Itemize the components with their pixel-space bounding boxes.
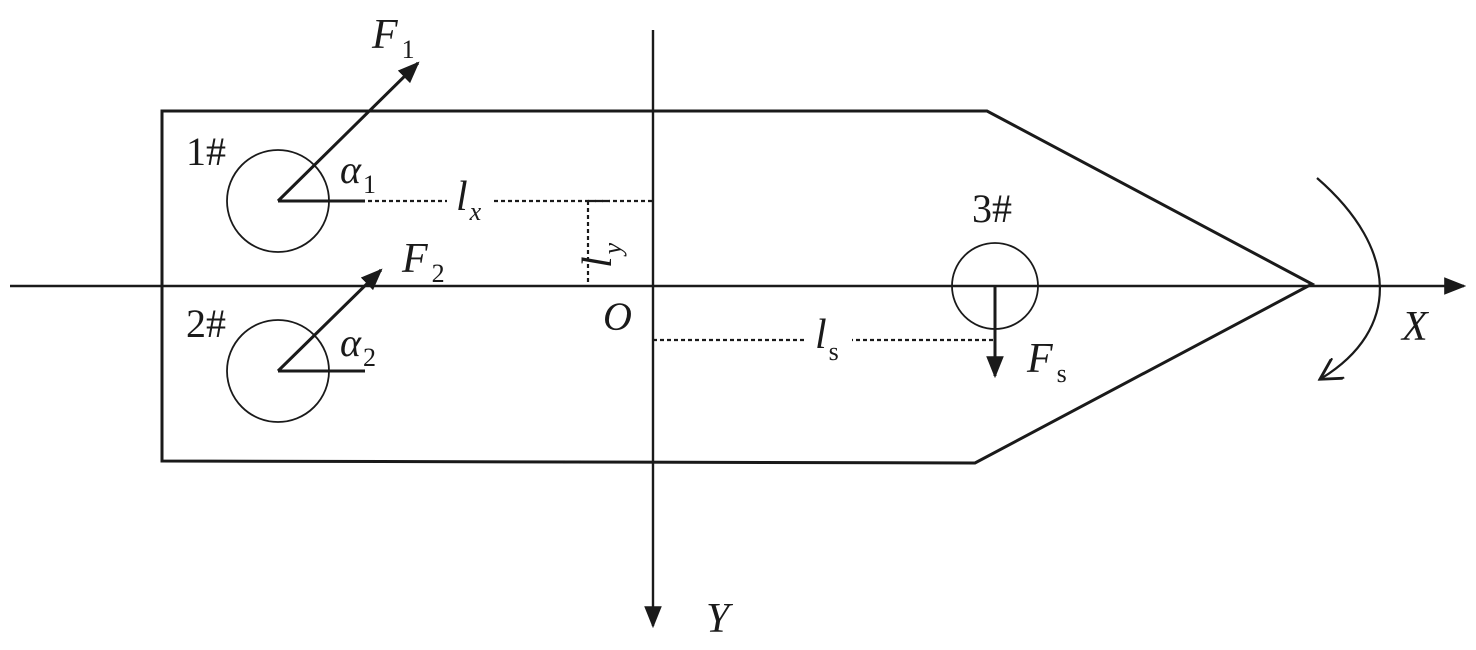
hull-outline (160, 109, 1316, 465)
ly-label-group: ly (575, 242, 627, 268)
lx-label-background (447, 178, 493, 224)
lx-symbol: l (456, 174, 468, 220)
alpha-1-symbol: α (340, 147, 362, 192)
origin-label: O (603, 294, 632, 339)
force-2-arrow (276, 268, 383, 373)
force-2-subscript: 2 (432, 259, 445, 288)
ly-label: ly (575, 242, 627, 268)
alpha-2-label: α2 (340, 320, 376, 372)
ls-symbol: l (815, 312, 827, 358)
force-s-subscript: s (1057, 359, 1067, 388)
force-2-symbol: F (401, 236, 428, 282)
force-s-symbol: F (1026, 336, 1053, 382)
thruster-3-label: 3# (972, 186, 1012, 231)
alpha-2-symbol: α (340, 320, 362, 365)
alpha-1-label: α1 (340, 147, 376, 199)
alpha-2-subscript: 2 (363, 343, 376, 372)
ls-label-background (806, 316, 852, 366)
alpha-1-subscript: 1 (363, 170, 376, 199)
ls-label: ls (815, 312, 839, 366)
lx-subscript: x (469, 197, 482, 226)
force-1-arrow (276, 61, 420, 203)
ls-subscript: s (829, 337, 839, 366)
thruster-1-label: 1# (186, 129, 226, 174)
lx-label: lx (456, 174, 482, 226)
force-1-subscript: 1 (402, 35, 415, 64)
ly-subscript: y (598, 242, 627, 257)
force-1-symbol: F (371, 12, 398, 58)
thruster-2-label: 2# (186, 301, 226, 346)
rotation-arrow (1316, 177, 1381, 378)
y-axis-label: Y (706, 596, 734, 642)
ly-symbol: l (575, 256, 621, 268)
x-axis-label: X (1400, 304, 1430, 350)
